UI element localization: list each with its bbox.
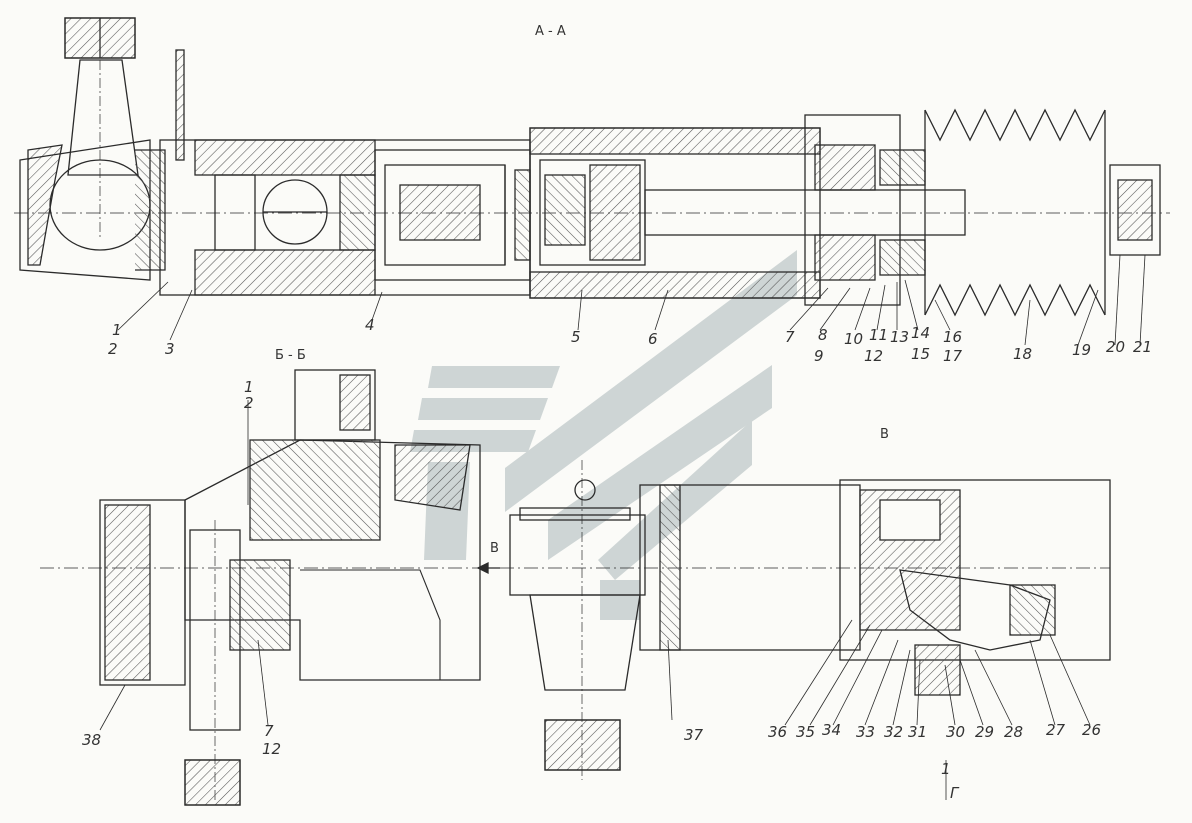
callout-label: 9 bbox=[814, 347, 824, 365]
callout-label: 31 bbox=[908, 723, 928, 741]
callout-label: 1 bbox=[941, 760, 951, 778]
callout-label: 11 bbox=[869, 326, 889, 344]
callout-label: 2 bbox=[108, 340, 118, 358]
callout-label: 33 bbox=[856, 723, 876, 741]
callout-label: 29 bbox=[975, 723, 995, 741]
callout-label: 6 bbox=[648, 330, 658, 348]
callout-label: 5 bbox=[571, 328, 581, 346]
callout-label: 17 bbox=[943, 347, 963, 365]
callout-label: 7 bbox=[785, 328, 795, 346]
callout-label: 1 bbox=[244, 378, 254, 396]
callout-label: 12 bbox=[262, 740, 282, 758]
view-v-drawing bbox=[500, 460, 1111, 800]
callout-label: 27 bbox=[1046, 721, 1066, 739]
callout-label: 16 bbox=[943, 328, 963, 346]
section-bb-title: Б - Б bbox=[275, 348, 306, 363]
callout-label: 3 bbox=[165, 340, 175, 358]
callout-label: 7 bbox=[264, 722, 274, 740]
callout-label: 21 bbox=[1133, 338, 1153, 356]
callout-label: 1 bbox=[112, 321, 122, 339]
callout-label: 15 bbox=[911, 345, 931, 363]
callout-label: 13 bbox=[890, 328, 910, 346]
callout-label: 18 bbox=[1013, 345, 1033, 363]
callout-label: Г bbox=[950, 784, 959, 802]
section-aa-title: А - А bbox=[535, 24, 566, 39]
callout-label: 19 bbox=[1072, 341, 1092, 359]
callout-label: 4 bbox=[365, 316, 375, 334]
callout-label: 8 bbox=[818, 326, 828, 344]
callout-label: 36 bbox=[768, 723, 788, 741]
arrow-v-label: В bbox=[490, 541, 499, 556]
callout-label: 26 bbox=[1082, 721, 1102, 739]
callout-label: 34 bbox=[822, 721, 842, 739]
section-aa-drawing bbox=[14, 17, 1170, 346]
callout-label: 10 bbox=[844, 330, 864, 348]
callout-label: 14 bbox=[911, 324, 931, 342]
callout-label: 35 bbox=[796, 723, 816, 741]
watermark-logo bbox=[410, 250, 797, 620]
callout-label: 32 bbox=[884, 723, 904, 741]
callout-label: 2 bbox=[244, 394, 254, 412]
callout-label: 28 bbox=[1004, 723, 1024, 741]
callout-label: 12 bbox=[864, 347, 884, 365]
view-v-title: В bbox=[880, 427, 889, 442]
callout-label: 38 bbox=[82, 731, 102, 749]
callout-label: 30 bbox=[946, 723, 966, 741]
section-bb-drawing bbox=[40, 369, 673, 806]
callout-label: 37 bbox=[684, 726, 704, 744]
callout-label: 20 bbox=[1106, 338, 1126, 356]
